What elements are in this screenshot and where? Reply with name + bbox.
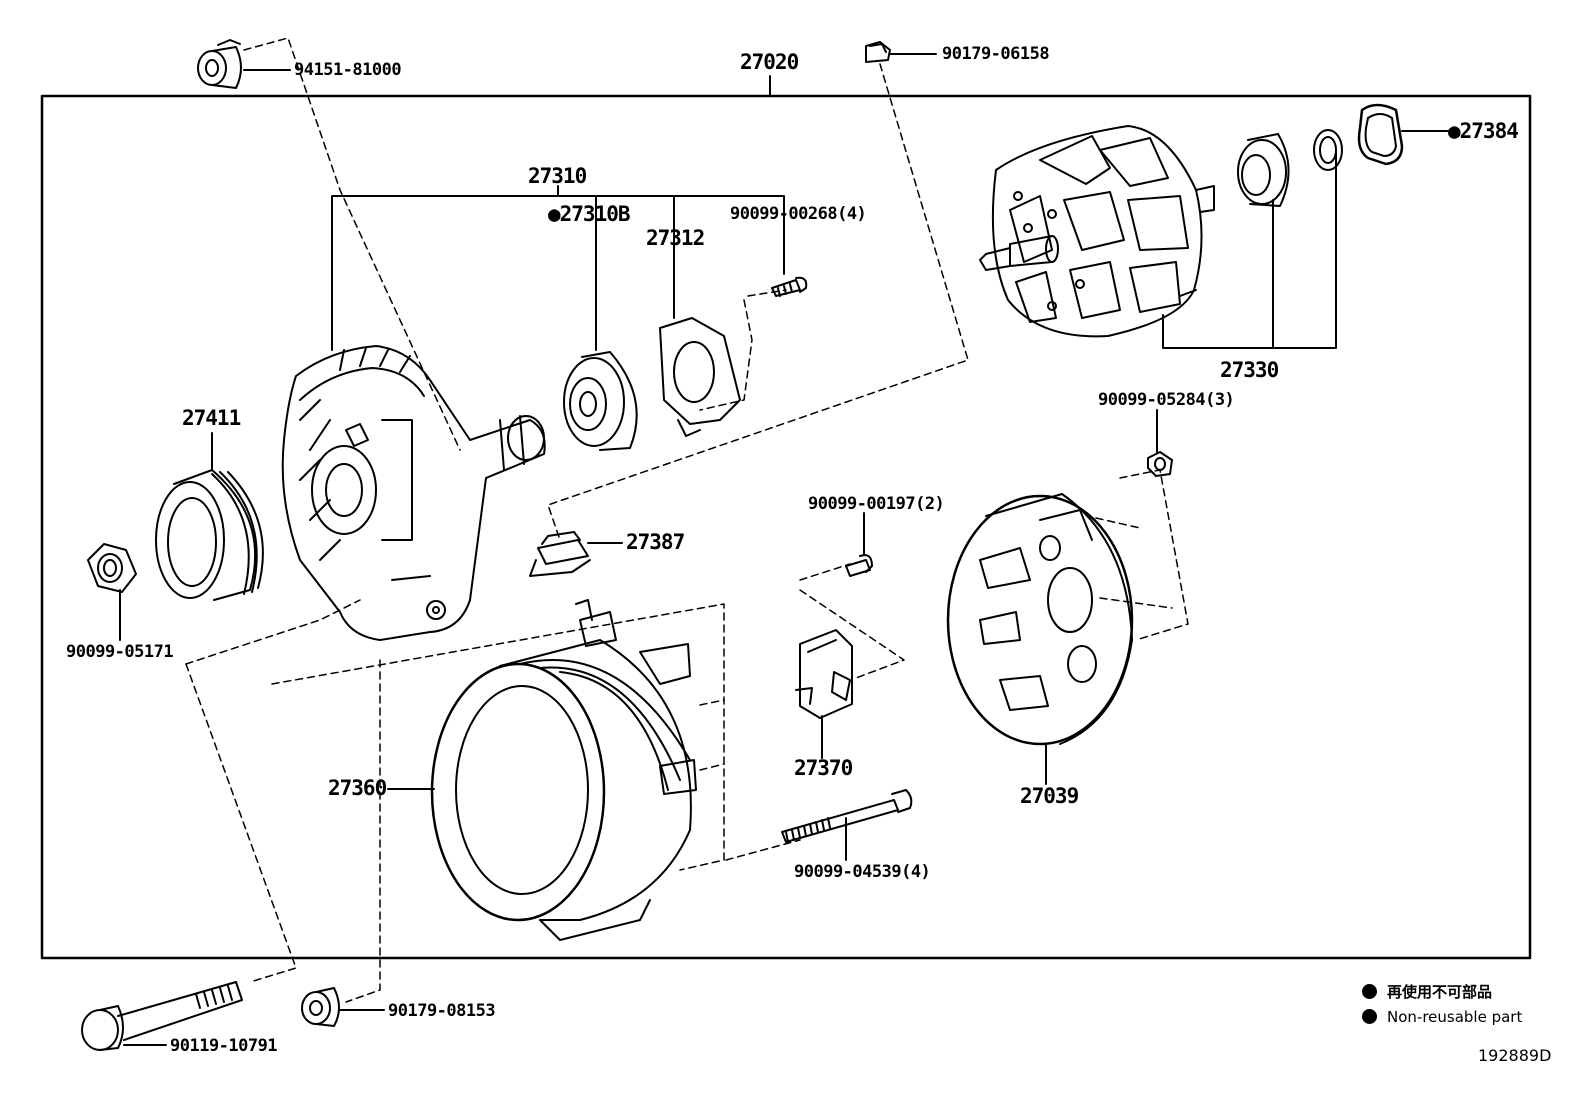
label-90099-04539: 90099-04539(4) — [794, 862, 931, 882]
rear-cover-27039 — [946, 493, 1134, 746]
legend-japanese: 再使用不可部品 — [1362, 984, 1492, 1000]
non-reusable-bullet-icon — [1362, 984, 1377, 999]
label-27020: 27020 — [740, 50, 799, 74]
label-27411: 27411 — [182, 406, 241, 430]
housing-27360 — [430, 599, 697, 941]
drive-end-frame-27310 — [281, 345, 546, 641]
label-90099-05171: 90099-05171 — [66, 642, 174, 662]
plug-90179-08153 — [301, 987, 340, 1027]
bolt-90119-10791 — [81, 981, 243, 1051]
label-27310: 27310 — [528, 164, 587, 188]
bearing-27310B — [563, 351, 638, 451]
legend-english-text: Non-reusable part — [1387, 1008, 1523, 1026]
retainer-27312 — [659, 317, 741, 437]
nut-90099-05171 — [87, 543, 137, 593]
label-27370: 27370 — [794, 756, 853, 780]
label-90179-06158: 90179-06158 — [942, 44, 1050, 64]
label-27384: ●27384 — [1448, 119, 1519, 143]
leader-lines — [119, 53, 1451, 1046]
label-27387: 27387 — [626, 530, 685, 554]
label-90099-00268: 90099-00268(4) — [730, 204, 867, 224]
figure-number: 192889D — [1478, 1046, 1552, 1065]
brush-holder-27370 — [795, 629, 853, 719]
rotor-27330 — [979, 125, 1215, 338]
pulley-27411 — [155, 469, 264, 601]
label-27330: 27330 — [1220, 358, 1279, 382]
assembly-frame — [40, 94, 1532, 960]
washer-27330 — [1313, 129, 1343, 171]
screw-90099-00197 — [845, 554, 873, 577]
legend-english: Non-reusable part — [1362, 1009, 1522, 1025]
cover-27384 — [1357, 103, 1404, 166]
legend-japanese-text: 再使用不可部品 — [1387, 983, 1493, 1001]
dashed-assembly-lines — [185, 37, 1189, 1003]
label-90099-00197: 90099-00197(2) — [808, 494, 945, 514]
label-90119-10791: 90119-10791 — [170, 1036, 278, 1056]
insulator-27387 — [529, 531, 591, 577]
label-90179-08153: 90179-08153 — [388, 1001, 496, 1021]
label-27039: 27039 — [1020, 784, 1079, 808]
nut-90099-05284 — [1147, 451, 1173, 477]
plug-94151 — [197, 39, 242, 89]
label-27360: 27360 — [328, 776, 387, 800]
clip-90179-06158 — [865, 41, 891, 63]
bolt-90099-04539 — [781, 789, 913, 843]
label-90099-05284: 90099-05284(3) — [1098, 390, 1235, 410]
label-27310B: ●27310B — [548, 202, 631, 226]
bearing-27330 — [1237, 133, 1290, 207]
label-94151-81000: 94151-81000 — [294, 60, 402, 80]
label-27312: 27312 — [646, 226, 705, 250]
screw-90099-00268 — [771, 276, 808, 297]
non-reusable-bullet-icon — [1362, 1009, 1377, 1024]
